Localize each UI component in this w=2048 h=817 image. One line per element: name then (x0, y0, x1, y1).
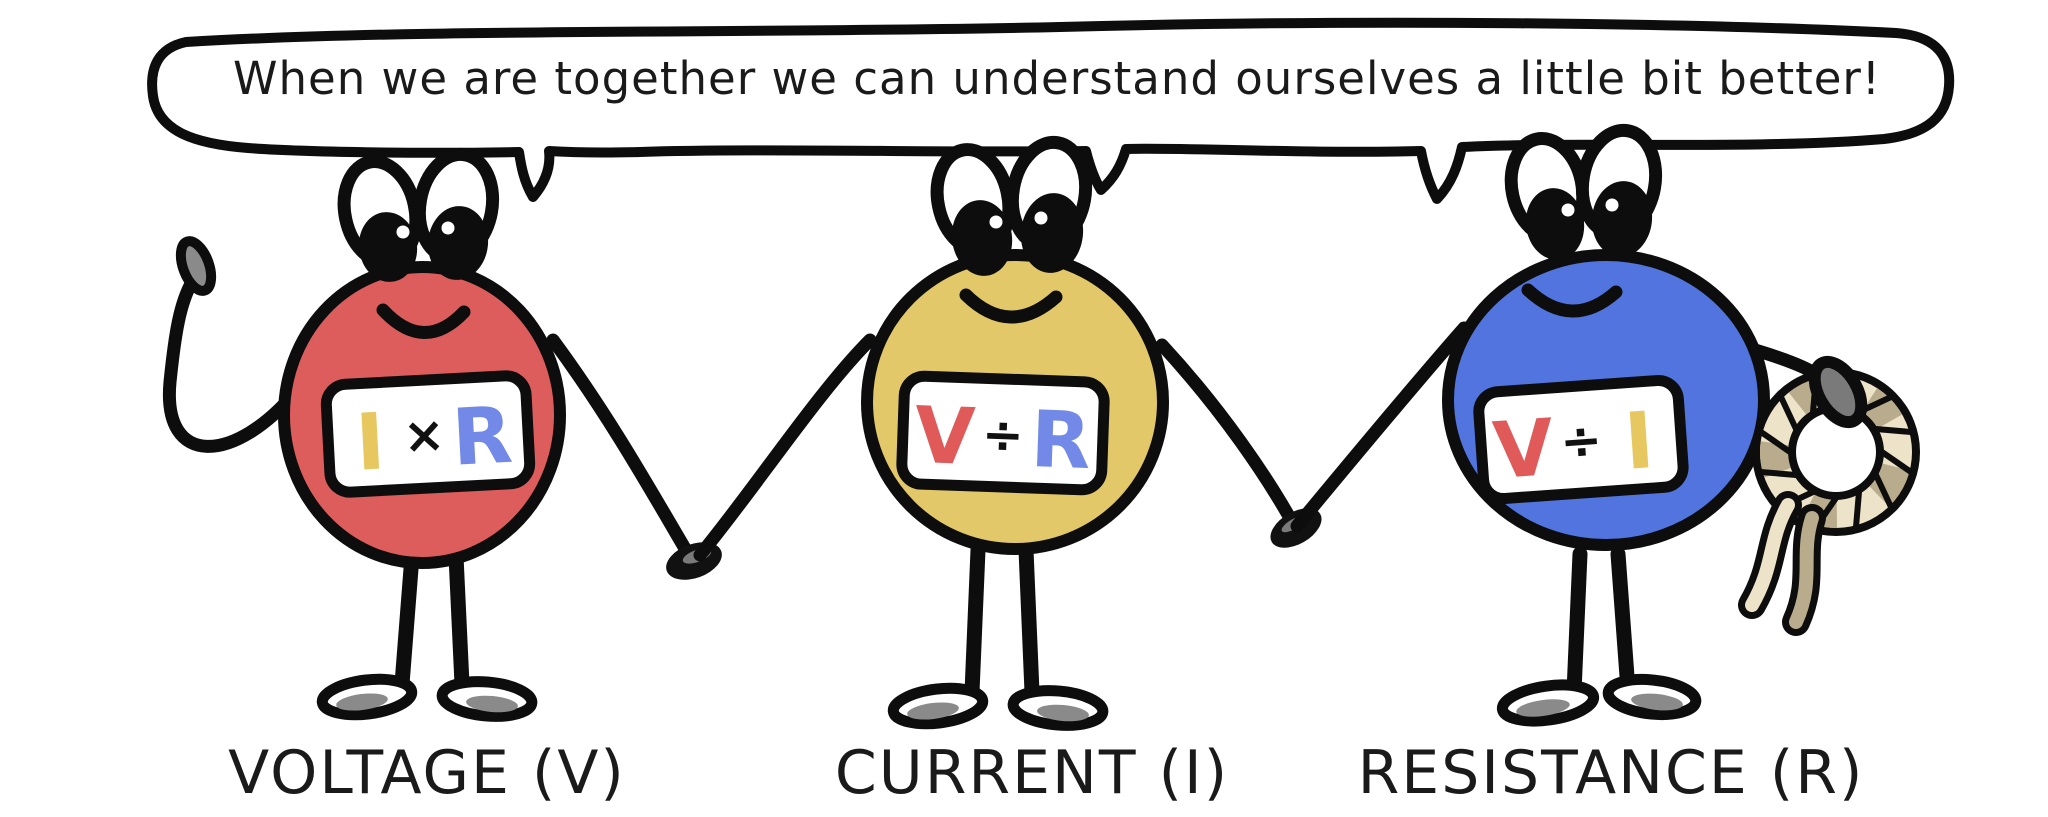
resistance-right-hand (1808, 355, 1868, 429)
resistance-formula-operator: ÷ (1558, 411, 1604, 472)
voltage-formula-operand1: I (354, 397, 388, 488)
current-eyes (930, 135, 1093, 276)
current-label: CURRENT (I) (835, 738, 1229, 808)
rope-loose-ends (1738, 491, 1826, 636)
voltage-formula-badge: I × R (320, 370, 536, 498)
current-left-arm (693, 333, 877, 562)
resistance-formula-operand1: V (1490, 403, 1557, 497)
voltage-left-arm (162, 275, 304, 453)
speech-bubble-outline (147, 17, 1955, 204)
resistance-smile (1521, 283, 1623, 318)
voltage-legs (394, 548, 470, 692)
voltage-label: VOLTAGE (V) (228, 738, 626, 808)
speech-bubble: When we are together we can understand o… (147, 17, 1955, 204)
resistance-formula-operand2: I (1622, 396, 1657, 488)
rope-coil (1738, 368, 1920, 636)
resistance-formula-badge: V ÷ I (1473, 375, 1689, 505)
resistance-left-arm (1290, 321, 1471, 533)
voltage-right-arm (546, 333, 697, 564)
current-formula-operand1: V (913, 391, 976, 483)
speech-bubble-text: When we are together we can understand o… (233, 52, 1881, 105)
voltage-formula-operator: × (402, 405, 447, 465)
current-legs (964, 542, 1040, 700)
resistance-legs (1566, 546, 1636, 700)
current-formula-badge: V ÷ R (896, 370, 1110, 496)
current-right-pupil (1020, 193, 1084, 273)
character-resistance: V ÷ I (1290, 123, 1920, 808)
resistance-label: RESISTANCE (R) (1358, 738, 1865, 808)
voltage-formula-operand2: R (450, 391, 515, 484)
character-voltage: I × R VOLTAGE (V) (162, 147, 697, 808)
current-feet (887, 682, 1109, 731)
voltage-feet (316, 673, 538, 722)
voltage-eyes (337, 147, 500, 282)
resistance-right-pupil (1591, 181, 1653, 257)
voltage-smile (376, 303, 471, 339)
character-current: V ÷ R CURRENT (I) (693, 135, 1302, 808)
current-formula-operator: ÷ (981, 405, 1025, 464)
current-formula-operand2: R (1029, 395, 1092, 487)
resistance-feet (1496, 673, 1702, 727)
current-right-arm (1155, 338, 1302, 534)
voltage-left-hand (175, 236, 217, 296)
resistance-eyes (1504, 123, 1663, 260)
current-smile (959, 288, 1063, 324)
